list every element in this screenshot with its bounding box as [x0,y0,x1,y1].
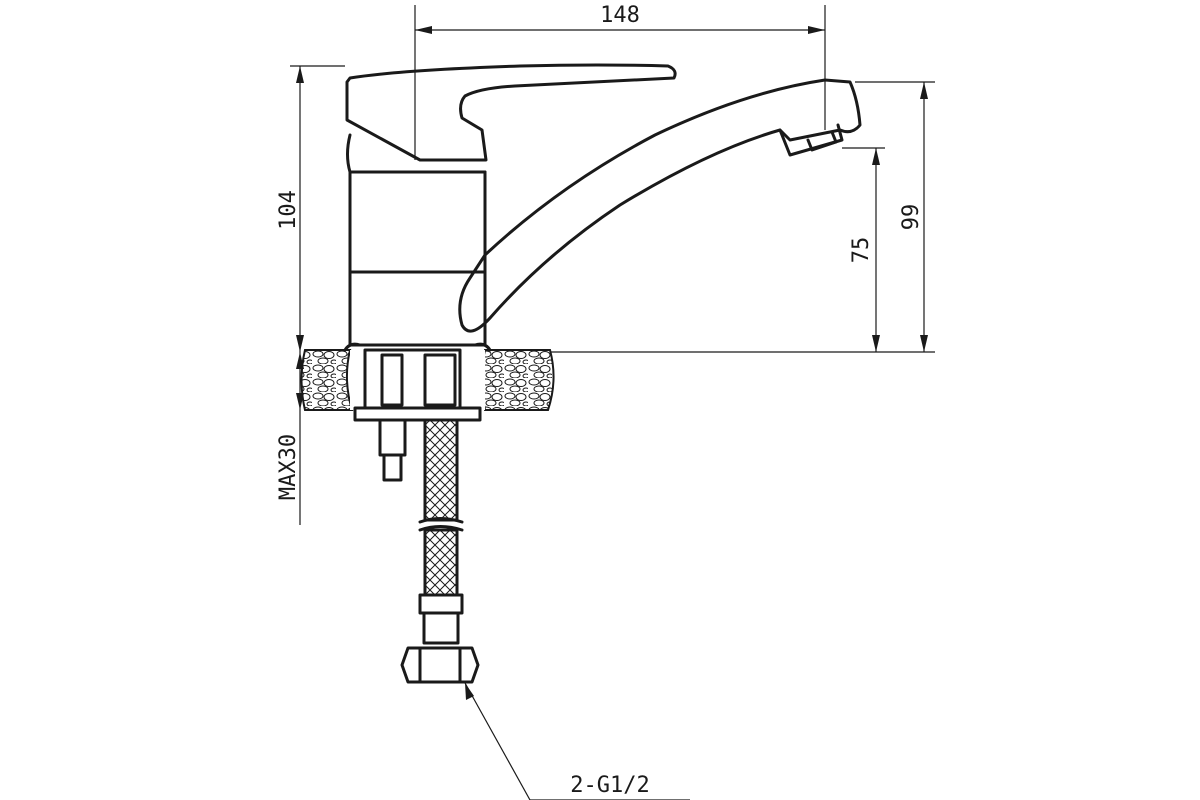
dimension-deck-thickness-label: MAX30 [276,434,301,500]
spout [458,78,862,333]
thread-callout-label: 2-G1/2 [570,773,649,798]
mounting-hardware [353,348,482,482]
faucet-body [343,63,862,352]
hex-nut [400,646,480,684]
lever-handle [345,63,677,162]
countertop [300,349,555,411]
dimension-lines [290,5,935,800]
supply-hose [400,418,480,684]
dimension-spout-height-label: 75 [849,237,874,264]
dimension-height-label: 104 [276,190,301,230]
dimension-total-height-label: 99 [899,204,924,231]
dimension-width-label: 148 [600,3,640,28]
